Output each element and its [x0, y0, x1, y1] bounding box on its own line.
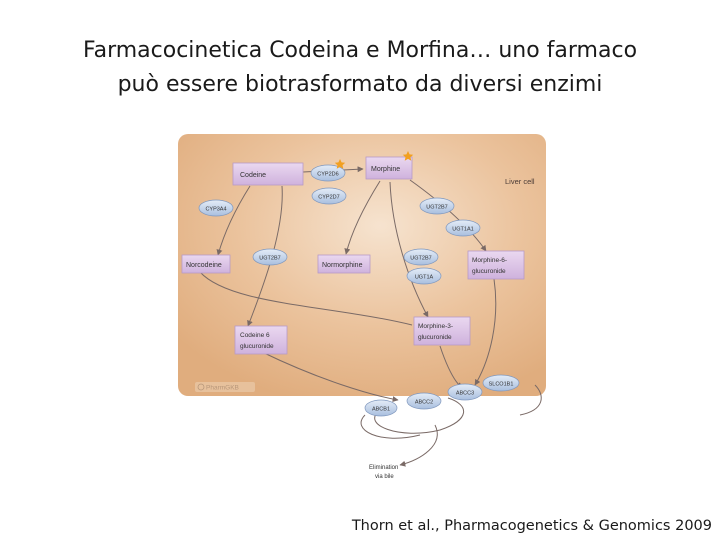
- compound-morphine: Morphine: [365, 156, 413, 180]
- arrow-morphine6g-to-abcc3: [474, 278, 497, 386]
- enzyme-ugt1a-label: UGT1A: [415, 275, 434, 281]
- compound-codeine-label: Codeine: [240, 172, 266, 179]
- pharmgkb-logo-icon: [197, 383, 205, 391]
- liver-cell-label: Liver cell: [505, 177, 535, 186]
- arrow-morphine-to-normorphine: [344, 180, 381, 255]
- compound-norcodeine: Norcodeine: [181, 254, 231, 274]
- enzyme-ugt2b7-morphine-label: UGT2B7: [426, 205, 447, 211]
- compound-morphine-3-glucuronide-line-1: Morphine-3-: [418, 323, 453, 330]
- enzyme-cyp2d6-label: CYP2D6: [317, 172, 338, 178]
- transporter-abcc2: ABCC2: [406, 392, 442, 410]
- transporter-abcc3: ABCC3: [447, 383, 483, 401]
- arrow-to-bile: [399, 424, 438, 467]
- arrow-codeine-to-norcodeine: [216, 185, 251, 256]
- arrow-abcb1-efflux: [360, 414, 421, 439]
- enzyme-ugt1a: UGT1A: [406, 267, 442, 285]
- enzyme-ugt1a1-label: UGT1A1: [452, 227, 473, 233]
- compound-morphine-6-glucuronide-line-1: Morphine-6-: [472, 257, 507, 264]
- compound-norcodeine-label: Norcodeine: [186, 262, 222, 269]
- elimination-line-1: Elimination: [369, 465, 398, 471]
- citation: Thorn et al., Pharmacogenetics & Genomic…: [351, 518, 712, 534]
- enzyme-cyp2d7-label: CYP2D7: [318, 195, 339, 201]
- arrow-morphine-to-morphine3g: [389, 181, 429, 318]
- compound-morphine-3-glucuronide-line-2: glucuronide: [418, 334, 452, 341]
- transporter-abcb1: ABCB1: [364, 399, 398, 417]
- arrow-codeine6g-to-abcc2: [261, 351, 399, 403]
- enzyme-ugt2b7-normorphine-label: UGT2B7: [410, 256, 431, 262]
- slide-title: Farmacocinetica Codeina e Morfina… uno f…: [0, 34, 720, 102]
- star-icon: [334, 159, 346, 169]
- pharmgkb-watermark-text: PharmGKB: [206, 385, 239, 392]
- enzyme-ugt2b7-normorphine: UGT2B7: [403, 248, 439, 266]
- compound-morphine-3-glucuronide: Morphine-3- glucuronide: [413, 316, 471, 346]
- transporter-slco1b1-label: SLCO1B1: [489, 382, 514, 388]
- transporter-slco1b1: SLCO1B1: [482, 374, 520, 392]
- transporter-abcc3-label: ABCC3: [456, 391, 474, 397]
- compound-normorphine: Normorphine: [317, 254, 371, 274]
- enzyme-cyp2d6: CYP2D6: [310, 164, 346, 182]
- transporter-abcb1-label: ABCB1: [372, 407, 390, 413]
- compound-codeine-6-glucuronide-line-1: Codeine 6: [240, 332, 270, 339]
- enzyme-cyp3a4-label: CYP3A4: [205, 207, 226, 213]
- compound-codeine: Codeine: [232, 162, 304, 186]
- enzyme-cyp3a4: CYP3A4: [198, 199, 234, 217]
- pharmgkb-watermark: PharmGKB: [195, 382, 255, 392]
- transporter-abcc2-label: ABCC2: [415, 400, 433, 406]
- compound-normorphine-label: Normorphine: [322, 262, 363, 269]
- star-icon: [402, 151, 414, 161]
- enzyme-ugt2b7-morphine: UGT2B7: [419, 197, 455, 215]
- slide-title-line-1: Farmacocinetica Codeina e Morfina… uno f…: [82, 38, 638, 63]
- arrow-slco1b1-uptake: [519, 384, 542, 416]
- arrow-transport-loop: [374, 397, 465, 434]
- enzyme-ugt1a1: UGT1A1: [445, 219, 481, 237]
- compound-codeine-6-glucuronide: Codeine 6 glucuronide: [234, 325, 288, 355]
- compound-morphine-6-glucuronide-line-2: glucuronide: [472, 268, 506, 275]
- compound-morphine-label: Morphine: [371, 166, 400, 173]
- enzyme-ugt2b7-codeine: UGT2B7: [252, 248, 288, 266]
- arrow-norcodeine-to-morphine3g: [199, 271, 413, 326]
- arrow-morphine-to-morphine6g: [409, 179, 487, 252]
- slide-title-line-2: può essere biotrasformato da diversi enz…: [117, 72, 603, 97]
- highlight-stars: [334, 151, 414, 169]
- enzyme-ugt2b7-codeine-label: UGT2B7: [259, 256, 280, 262]
- elimination-line-2: via bile: [375, 474, 394, 480]
- enzyme-cyp2d7: CYP2D7: [311, 187, 347, 205]
- compound-codeine-6-glucuronide-line-2: glucuronide: [240, 343, 274, 350]
- compound-morphine-6-glucuronide: Morphine-6- glucuronide: [467, 250, 525, 280]
